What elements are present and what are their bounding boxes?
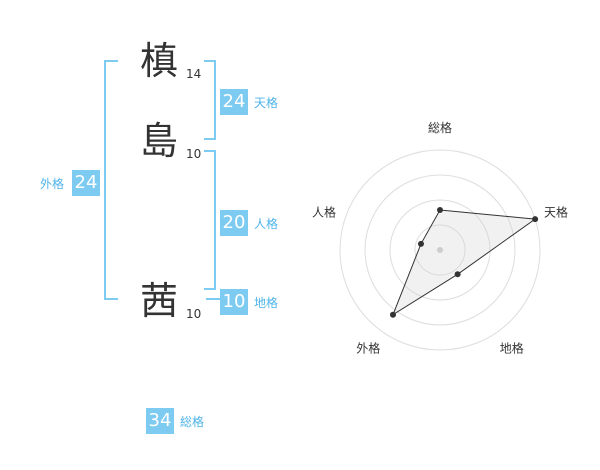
name-char-1: 槙 — [140, 39, 179, 83]
radar-ring-4 — [414, 224, 466, 276]
jinkaku-label: 人格 — [254, 217, 279, 231]
radar-point-2 — [454, 271, 461, 278]
radar-ring-3 — [389, 199, 491, 301]
radar-chart: 総格 天格 地格 外格 人格 — [312, 120, 568, 356]
radar-center — [437, 247, 443, 253]
radar-label-gaikaku: 外格 — [356, 341, 380, 356]
radar-rings — [339, 149, 541, 351]
radar-points — [389, 207, 539, 318]
jinkaku-bracket — [204, 150, 216, 290]
chikaku-connector — [206, 298, 220, 300]
radar-ring-2 — [364, 174, 516, 326]
radar-label-jinkaku: 人格 — [312, 204, 336, 219]
stroke-count-1: 14 — [186, 67, 202, 81]
jinkaku-value: 20 — [220, 210, 248, 236]
gaikaku-label: 外格 — [40, 177, 65, 191]
soukaku-label: 総格 — [180, 415, 205, 429]
gaikaku-bracket — [104, 60, 118, 300]
radar-ring-1 — [339, 149, 541, 351]
radar-label-soukaku: 総格 — [428, 120, 452, 135]
tenkaku-label: 天格 — [254, 96, 279, 110]
gaikaku-value: 24 — [72, 170, 100, 196]
tenkaku-value: 24 — [220, 89, 248, 115]
name-char-2: 島 — [140, 119, 179, 163]
chikaku-value: 10 — [220, 289, 248, 315]
name-char-3: 茜 — [140, 279, 179, 323]
soukaku-value: 34 — [146, 408, 174, 434]
tenkaku-bracket — [204, 60, 216, 140]
radar-label-chikaku: 地格 — [500, 341, 524, 356]
radar-area — [391, 209, 537, 316]
radar-point-4 — [417, 240, 424, 247]
radar-point-0 — [437, 207, 443, 213]
radar-point-1 — [532, 216, 539, 223]
radar-label-tenkaku: 天格 — [544, 204, 568, 219]
stroke-count-3: 10 — [186, 307, 202, 321]
chikaku-label: 地格 — [254, 296, 279, 310]
radar-point-3 — [389, 311, 396, 318]
stroke-count-2: 10 — [186, 147, 202, 161]
